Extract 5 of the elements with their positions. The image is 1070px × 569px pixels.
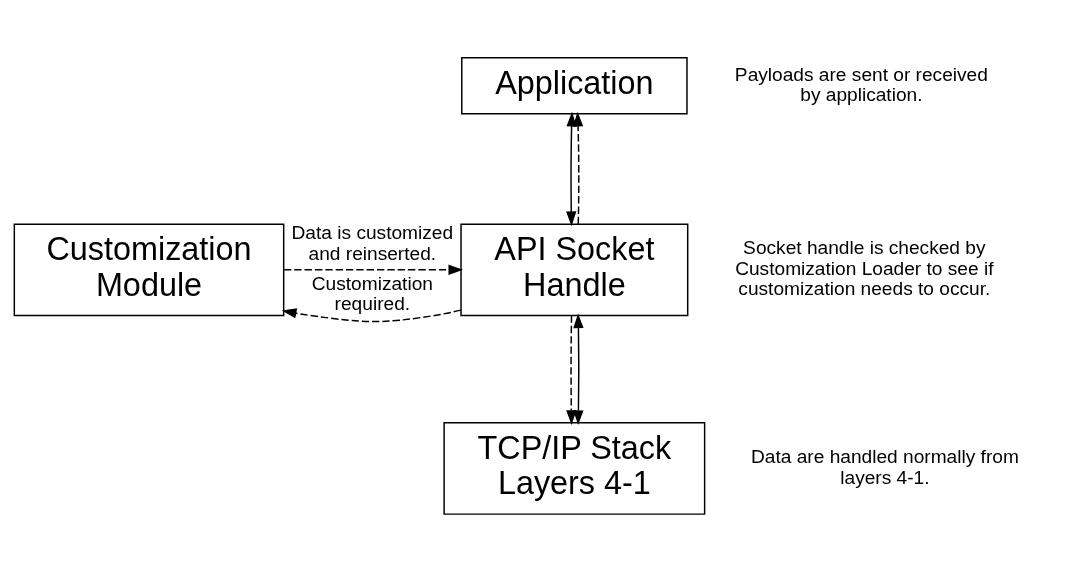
node-label: Data are handled normally from layers 4-1. xyxy=(750,446,1019,488)
node-label: Payloads are sent or received by application. xyxy=(734,63,988,106)
edge-label: Data is customized and reinserted. xyxy=(291,222,454,265)
edge-label: Customization required. xyxy=(311,272,433,315)
node-label: Socket handle is checked by Customization Loader to see if customization needs to occur. xyxy=(735,237,994,300)
